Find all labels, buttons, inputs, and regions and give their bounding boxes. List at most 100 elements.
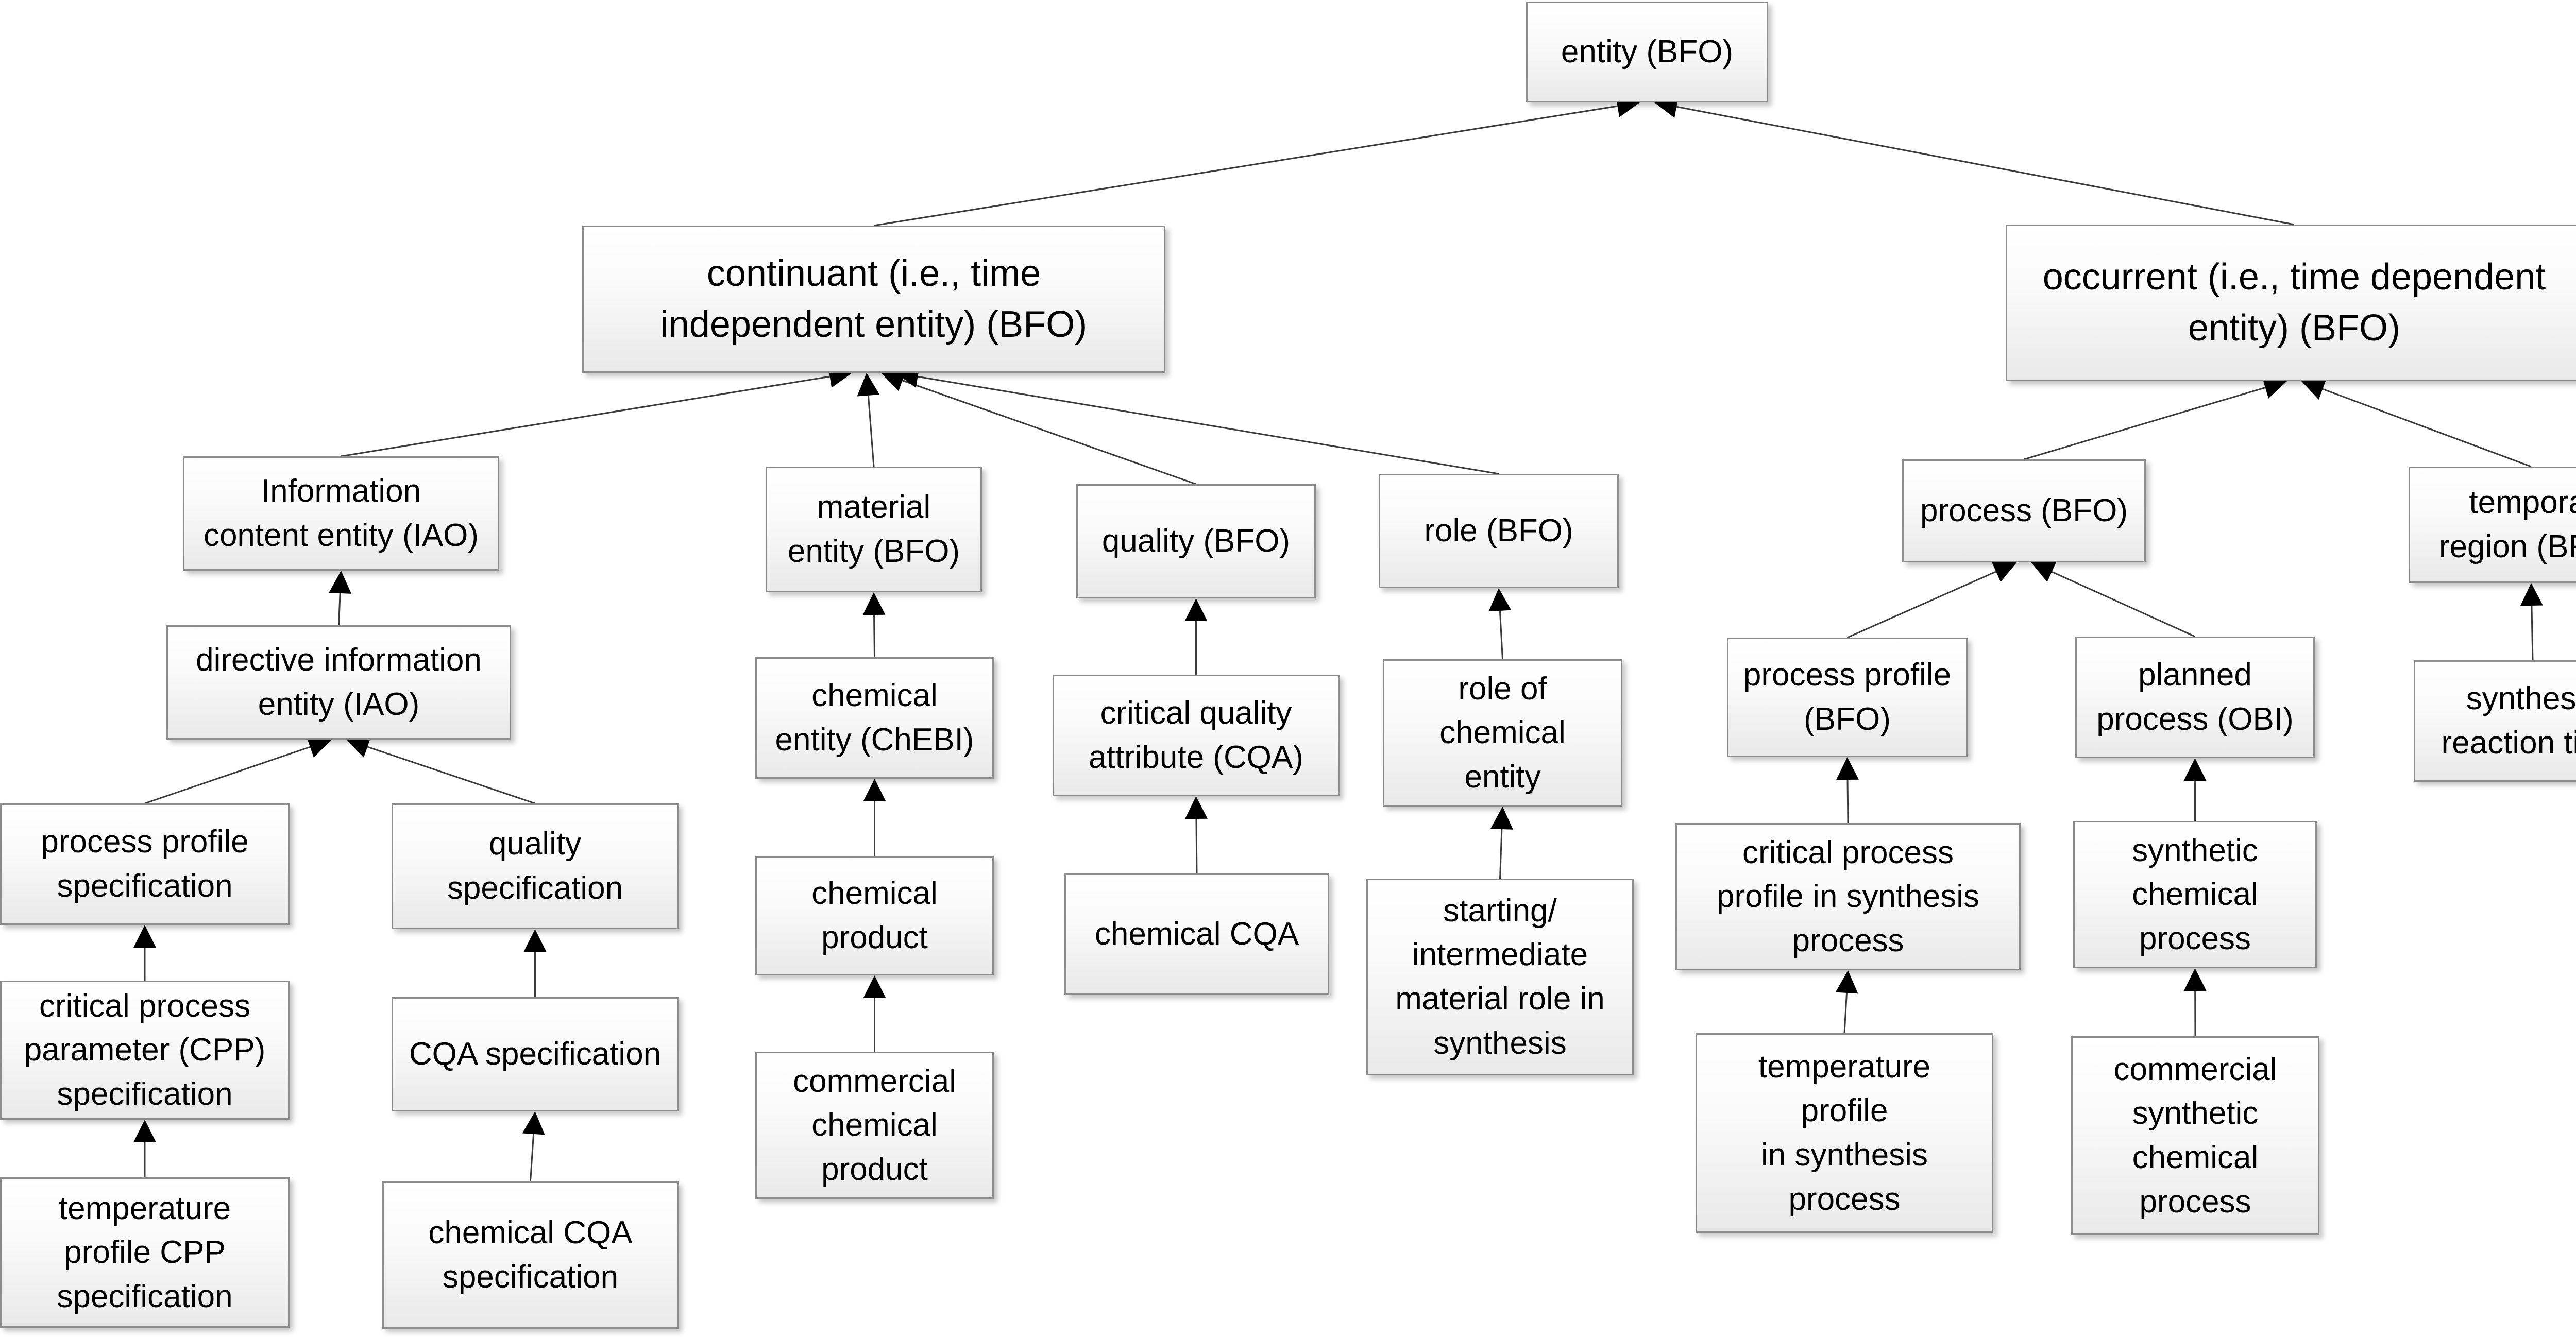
- node-label: quality (BFO): [1101, 523, 1291, 559]
- node-label: process (BFO): [1920, 493, 2128, 529]
- arrowhead-temp_cpp_spec-to-cpp_spec: [133, 1120, 156, 1142]
- node-label: temperature profile in synthesis process: [1758, 1049, 1931, 1217]
- arrowhead-cqa-to-quality: [1184, 598, 1208, 621]
- arrowhead-pp_spec-to-directive_ie: [306, 736, 332, 758]
- node-label: temperature profile CPP specification: [57, 1190, 233, 1314]
- node-label: process profile specification: [41, 824, 249, 904]
- arrowhead-quality_spec-to-directive_ie: [346, 736, 371, 758]
- arrowhead-synth_chem_process-to-planned_process: [2183, 758, 2207, 781]
- node-label: critical process profile in synthesis pr…: [1716, 834, 1980, 958]
- node-cpp-specification[interactable]: critical process parameter (CPP) specifi…: [0, 981, 290, 1120]
- node-label: continuant (i.e., time independent entit…: [660, 252, 1088, 345]
- node-label: quality specification: [447, 826, 623, 906]
- node-information-content-entity[interactable]: Information content entity (IAO): [183, 456, 499, 571]
- node-quality[interactable]: quality (BFO): [1076, 484, 1316, 598]
- edge-chemical_cqa-to-cqa: [1195, 818, 1198, 874]
- node-label: temporal region (BFO): [2438, 485, 2576, 564]
- node-temperature-profile-in-synthesis[interactable]: temperature profile in synthesis process: [1696, 1033, 1993, 1233]
- arrowhead-role_chem-to-role: [1488, 588, 1512, 612]
- node-role-of-chemical-entity[interactable]: role of chemical entity: [1383, 659, 1622, 807]
- node-critical-quality-attribute[interactable]: critical quality attribute (CQA): [1053, 675, 1340, 796]
- node-planned-process[interactable]: planned process (OBI): [2075, 637, 2315, 758]
- node-label: chemical product: [811, 876, 938, 955]
- edge-starting_role-to-role_chem: [1499, 829, 1503, 879]
- node-label: material entity (BFO): [787, 489, 960, 569]
- edge-ice-to-continuant: [341, 375, 830, 457]
- node-label: synthesis reaction time: [2441, 681, 2576, 761]
- node-process-profile-specification[interactable]: process profile specification: [0, 803, 290, 925]
- arrowhead-chem_cqa_spec-to-cqa_spec: [522, 1111, 545, 1135]
- node-label: planned process (OBI): [2096, 657, 2294, 737]
- arrowhead-temp_profile_synth-to-cpp_in_synth: [1835, 970, 1858, 994]
- edge-quality_spec-to-directive_ie: [367, 746, 535, 804]
- node-chemical-product[interactable]: chemical product: [755, 856, 994, 975]
- arrowhead-commercial_synth_process-to-synth_chem_process: [2183, 968, 2207, 991]
- arrowhead-process-to-occurrent: [2262, 376, 2287, 399]
- edge-temp_profile_synth-to-cpp_in_synth: [1843, 992, 1848, 1034]
- arrowhead-chemical_product-to-chemical_entity: [863, 779, 886, 801]
- arrowhead-cqa_spec-to-quality_spec: [523, 929, 547, 952]
- node-label: entity (BFO): [1561, 34, 1734, 70]
- node-temporal-region[interactable]: temporal region (BFO): [2409, 467, 2576, 583]
- node-label: commercial synthetic chemical process: [2113, 1051, 2277, 1220]
- edge-occurrent-to-entity: [1676, 106, 2295, 226]
- edge-continuant-to-entity: [873, 105, 1618, 227]
- edge-temporal_region-to-occurrent: [2322, 388, 2532, 468]
- node-label: chemical CQA: [1094, 916, 1299, 952]
- arrowhead-synthesis_time-to-temporal_region: [2520, 583, 2543, 606]
- node-occurrent[interactable]: occurrent (i.e., time dependent entity) …: [2006, 225, 2576, 381]
- arrowhead-chemical_cqa-to-cqa: [1184, 796, 1208, 819]
- node-chemical-entity[interactable]: chemical entity (ChEBI): [755, 657, 994, 779]
- arrowhead-commercial_product-to-chemical_product: [863, 975, 886, 998]
- node-material-entity[interactable]: material entity (BFO): [766, 467, 982, 592]
- node-role[interactable]: role (BFO): [1379, 474, 1619, 588]
- node-label: role (BFO): [1424, 513, 1573, 549]
- edge-process-to-occurrent: [2024, 387, 2266, 460]
- node-chemical-cqa-specification[interactable]: chemical CQA specification: [382, 1181, 679, 1329]
- node-process[interactable]: process (BFO): [1902, 459, 2146, 562]
- edge-pp_spec-to-directive_ie: [144, 746, 311, 804]
- node-entity[interactable]: entity (BFO): [1526, 2, 1768, 102]
- node-directive-information-entity[interactable]: directive information entity (IAO): [166, 625, 511, 740]
- node-commercial-synthetic-chemical-process[interactable]: commercial synthetic chemical process: [2071, 1036, 2319, 1235]
- node-quality-specification[interactable]: quality specification: [392, 803, 679, 929]
- edge-chem_cqa_spec-to-cqa_spec: [530, 1134, 535, 1182]
- edge-material_entity-to-continuant: [867, 395, 875, 467]
- node-process-profile[interactable]: process profile (BFO): [1727, 638, 1968, 757]
- node-label: chemical entity (ChEBI): [775, 678, 974, 758]
- node-temperature-profile-cpp-specification[interactable]: temperature profile CPP specification: [0, 1177, 290, 1328]
- node-label: chemical CQA specification: [428, 1215, 633, 1295]
- node-label: process profile (BFO): [1743, 657, 1952, 737]
- edge-chemical_entity-to-material_entity: [873, 614, 875, 658]
- node-label: occurrent (i.e., time dependent entity) …: [2042, 256, 2546, 349]
- arrowhead-planned_process-to-process: [2031, 561, 2057, 582]
- node-label: critical quality attribute (CQA): [1089, 695, 1303, 775]
- node-synthetic-chemical-process[interactable]: synthetic chemical process: [2073, 821, 2317, 968]
- node-label: directive information entity (IAO): [196, 642, 482, 722]
- node-label: starting/ intermediate material role in …: [1395, 893, 1605, 1061]
- arrowhead-directive_ie-to-ice: [329, 571, 352, 594]
- node-continuant[interactable]: continuant (i.e., time independent entit…: [582, 226, 1165, 373]
- node-label: synthetic chemical process: [2132, 832, 2258, 956]
- edge-process_profile-to-process: [1846, 571, 1996, 639]
- edge-directive_ie-to-ice: [338, 593, 341, 626]
- node-chemical-cqa[interactable]: chemical CQA: [1064, 873, 1329, 995]
- node-label: commercial chemical product: [793, 1063, 956, 1187]
- arrowhead-starting_role-to-role_chem: [1490, 807, 1513, 830]
- edge-role-to-continuant: [918, 375, 1499, 475]
- node-starting-intermediate-material-role[interactable]: starting/ intermediate material role in …: [1366, 879, 1634, 1075]
- node-synthesis-reaction-time[interactable]: synthesis reaction time: [2414, 660, 2576, 782]
- arrowhead-cpp_in_synth-to-process_profile: [1836, 757, 1859, 780]
- node-label: role of chemical entity: [1439, 671, 1566, 795]
- node-label: Information content entity (IAO): [203, 473, 479, 553]
- arrowhead-material_entity-to-continuant: [857, 373, 880, 397]
- arrowhead-cpp_spec-to-pp_spec: [133, 925, 156, 948]
- edge-quality-to-continuant: [902, 380, 1196, 485]
- node-label: critical process parameter (CPP) specifi…: [24, 988, 266, 1112]
- node-cqa-specification[interactable]: CQA specification: [392, 997, 679, 1111]
- node-label: CQA specification: [409, 1036, 662, 1072]
- node-critical-process-profile-in-synthesis[interactable]: critical process profile in synthesis pr…: [1675, 823, 2021, 970]
- arrowhead-chemical_entity-to-material_entity: [862, 592, 886, 615]
- node-commercial-chemical-product[interactable]: commercial chemical product: [755, 1052, 994, 1199]
